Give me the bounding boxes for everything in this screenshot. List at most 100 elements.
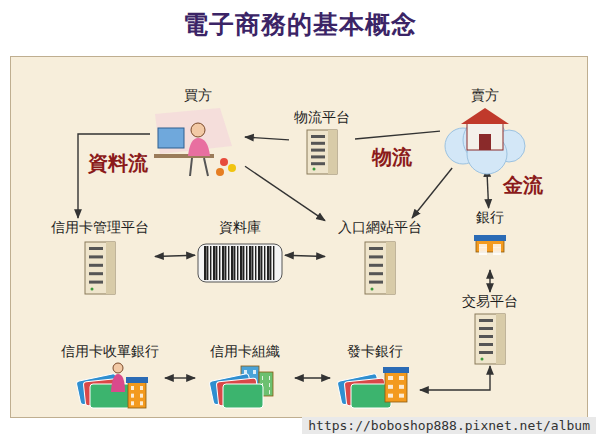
database-stripe — [243, 246, 244, 280]
person-head — [113, 363, 123, 373]
database-stripe — [273, 246, 274, 280]
node-label: 發卡銀行 — [330, 342, 420, 360]
server-slot — [369, 272, 383, 275]
window — [479, 248, 487, 252]
database-stripe — [252, 246, 253, 280]
connector — [155, 255, 195, 256]
node-box: 物流平台 — [289, 108, 355, 176]
server-side — [328, 130, 337, 174]
watermark: https://boboshop888.pixnet.net/album — [302, 417, 596, 434]
flower — [220, 158, 228, 166]
database-stripe — [240, 246, 243, 280]
database-stripe — [204, 246, 207, 280]
server-led — [313, 168, 316, 171]
building-body — [385, 372, 407, 402]
server-side — [386, 242, 395, 294]
window — [131, 394, 134, 398]
server-slot — [479, 327, 493, 330]
server-slot — [479, 319, 493, 322]
title-bar: 電子商務的基本概念 — [0, 8, 600, 41]
server-slot — [89, 272, 103, 275]
bank-icon — [462, 228, 518, 270]
node-label: 入口網站平台 — [325, 218, 435, 236]
server-tower — [307, 130, 337, 174]
server-slot — [479, 351, 493, 354]
server-icon — [289, 128, 355, 176]
flow-label: 物流 — [372, 144, 412, 171]
shop-icon — [440, 106, 530, 168]
building-body — [128, 382, 146, 408]
server-icon — [455, 312, 525, 366]
server-slot — [479, 343, 493, 346]
person-body — [188, 138, 210, 156]
server-slot — [369, 247, 383, 250]
shop-wall — [467, 122, 503, 150]
node-label: 銀行 — [462, 208, 518, 226]
window — [388, 385, 393, 389]
server-slot — [479, 335, 493, 338]
window — [131, 401, 134, 405]
window — [140, 394, 143, 398]
credit-card — [223, 384, 263, 408]
node-label: 交易平台 — [455, 292, 525, 310]
database-stripe — [228, 246, 229, 280]
server-led — [91, 288, 94, 291]
window — [479, 244, 487, 248]
window — [493, 244, 501, 248]
window — [140, 386, 143, 390]
window — [388, 394, 393, 398]
building-body — [476, 240, 504, 252]
window — [262, 376, 263, 380]
window — [493, 251, 501, 255]
database-stripe — [234, 246, 235, 280]
connector — [420, 366, 490, 390]
barcode-icon — [195, 238, 285, 290]
window — [269, 376, 270, 380]
buyer-icon — [150, 106, 245, 182]
server-side — [106, 242, 115, 294]
node-box: 賣方 — [440, 86, 530, 168]
node-label: 物流平台 — [289, 108, 355, 126]
server-tower — [475, 314, 505, 364]
node-box: 信用卡組織 — [195, 342, 295, 414]
node-label: 資料庫 — [195, 218, 285, 236]
window — [399, 385, 404, 389]
database-stripe — [267, 246, 270, 280]
database-stripe — [219, 246, 220, 280]
flower — [228, 164, 236, 172]
cardsBank-icon — [330, 362, 420, 414]
database-stripe — [270, 246, 271, 280]
database-stripe — [222, 246, 225, 280]
building-roof — [474, 235, 506, 241]
database-stripe — [237, 246, 238, 280]
node-label: 信用卡管理平台 — [45, 218, 155, 236]
node-box: 入口網站平台 — [325, 218, 435, 298]
flow-label: 金流 — [503, 172, 543, 199]
connector — [355, 131, 440, 139]
window — [269, 390, 270, 394]
connector — [165, 377, 195, 378]
database-stripe — [213, 246, 216, 280]
database-stripe — [255, 246, 256, 280]
database-stripe — [207, 246, 208, 280]
flower — [216, 168, 224, 176]
server-slot — [311, 162, 325, 165]
window — [131, 386, 134, 390]
connector — [489, 270, 490, 292]
window — [269, 383, 270, 387]
database-stripe — [231, 246, 234, 280]
server-slot — [89, 247, 103, 250]
server-slot — [311, 155, 325, 158]
person-head — [191, 123, 205, 137]
connector — [245, 137, 289, 140]
connector — [412, 168, 452, 218]
database-stripe — [210, 246, 211, 280]
server-slot — [311, 142, 325, 145]
building-roof — [126, 377, 148, 383]
window — [388, 376, 393, 380]
window — [399, 376, 404, 380]
node-box: 信用卡管理平台 — [45, 218, 155, 298]
node-label: 賣方 — [440, 86, 530, 104]
